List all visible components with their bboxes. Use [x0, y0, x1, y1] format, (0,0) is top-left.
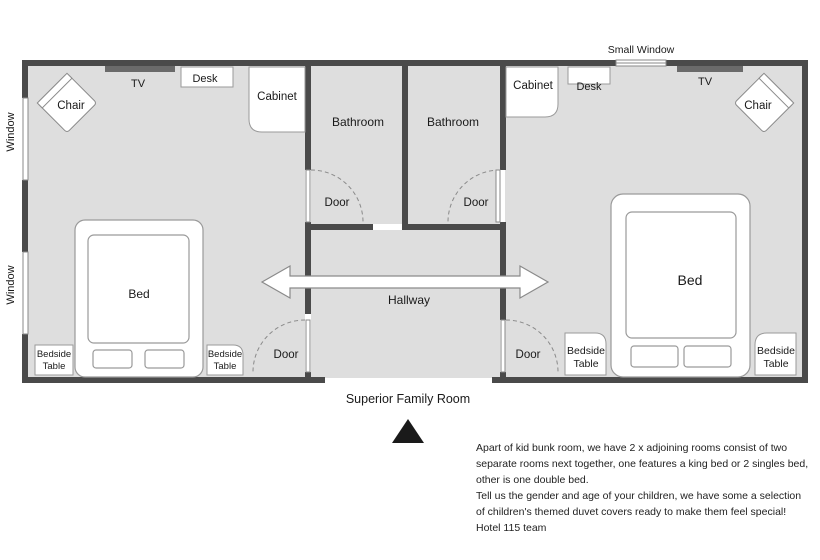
description-line-6: Hotel 115 team [476, 522, 547, 534]
chair-right-label: Chair [744, 100, 772, 112]
bedside-table-3 [564, 332, 607, 376]
hallway-floor [311, 230, 500, 378]
tv-right [677, 66, 743, 72]
entrance-triangle-icon [392, 419, 424, 443]
room-description: Apart of kid bunk room, we have 2 x adjo… [476, 440, 816, 536]
svg-text:Bedside: Bedside [37, 349, 71, 360]
tv-right-label: TV [698, 76, 713, 88]
bed-right-mattress [625, 211, 737, 339]
door-swings [252, 169, 559, 373]
bed-right-pillow-2 [683, 345, 732, 368]
description-line-3: other is one double bed. [476, 474, 589, 486]
description-line-1: Apart of kid bunk room, we have 2 x adjo… [476, 442, 788, 454]
bedside-table-3-label: Bedside Table [567, 345, 605, 370]
bathroom-right-label: Bathroom [427, 115, 479, 129]
svg-text:Table: Table [573, 358, 598, 370]
bed-left-pillow-2 [144, 349, 185, 369]
description-line-4: Tell us the gender and age of your child… [476, 490, 802, 502]
hallway-double-arrow-icon [260, 264, 550, 300]
chair-left [36, 72, 96, 132]
description-line-2: separate rooms next together, one featur… [476, 458, 809, 470]
description-line-5: of children's themed duvet covers ready … [476, 506, 787, 518]
window-label-upper: Window [5, 112, 17, 151]
desk-right [567, 66, 611, 85]
svg-text:Table: Table [763, 358, 788, 370]
small-window-label: Small Window [608, 44, 675, 56]
walls [22, 60, 808, 383]
door-bathroom-left-label: Door [325, 197, 350, 209]
door-leaves [305, 169, 506, 373]
desk-left-label: Desk [192, 73, 218, 85]
bedside-table-4-label: Bedside Table [757, 345, 795, 370]
svg-text:Bedside: Bedside [757, 345, 795, 357]
bedside-table-1 [34, 344, 74, 376]
bedside-table-4 [754, 332, 797, 376]
cabinet-right [505, 66, 559, 118]
hallway-label: Hallway [388, 293, 430, 307]
door-bathroom-right-label: Door [464, 197, 489, 209]
chair-right [735, 72, 795, 132]
door-left-room-label: Door [274, 349, 299, 361]
svg-text:Bedside: Bedside [567, 345, 605, 357]
svg-text:Table: Table [214, 361, 237, 372]
bed-left-pillow-1 [92, 349, 133, 369]
bed-left-mattress [87, 234, 190, 344]
bedside-table-2-label: Bedside Table [208, 349, 242, 372]
bed-right-pillow-1 [630, 345, 679, 368]
chair-left-label: Chair [57, 100, 85, 112]
door-right-room-label: Door [516, 349, 541, 361]
tv-left-label: TV [131, 78, 146, 90]
cabinet-left-label: Cabinet [257, 91, 297, 103]
cabinet-right-label: Cabinet [513, 80, 553, 92]
cabinet-left [248, 66, 306, 133]
bedside-table-1-label: Bedside Table [37, 349, 71, 372]
bathroom-left-label: Bathroom [332, 115, 384, 129]
desk-left [180, 66, 234, 88]
bedside-table-2 [206, 344, 244, 376]
desk-right-label: Desk [576, 81, 602, 93]
bed-right-label: Bed [678, 272, 703, 288]
plan-title: Superior Family Room [346, 392, 470, 406]
window-label-lower: Window [5, 265, 17, 304]
bed-left-label: Bed [128, 287, 149, 301]
svg-text:Bedside: Bedside [208, 349, 242, 360]
svg-text:Table: Table [43, 361, 66, 372]
tv-left [105, 66, 175, 72]
